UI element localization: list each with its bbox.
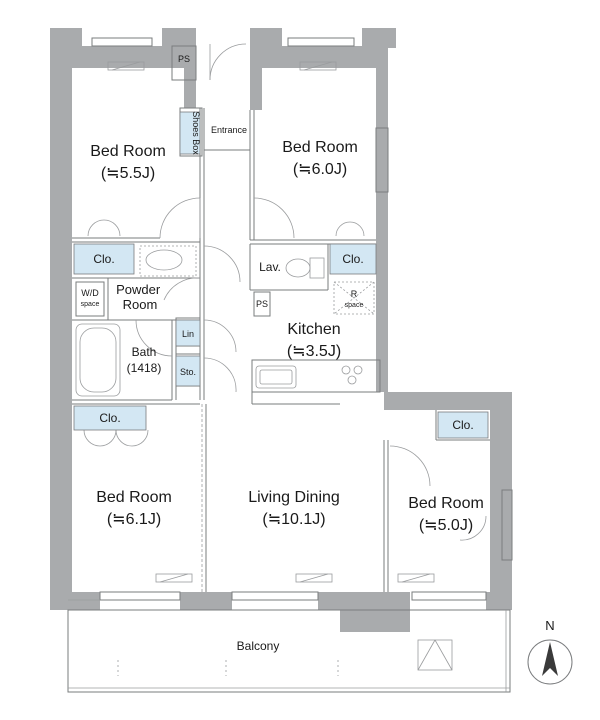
powder-line-2: Room [123, 297, 158, 312]
label-r-sub: space [345, 302, 364, 309]
label-clo-sw: Clo. [99, 411, 120, 425]
label-clo-ne: Clo. [342, 252, 363, 266]
label-sto: Sto. [180, 367, 196, 377]
windows [68, 37, 513, 601]
room-name-living: Living Dining [248, 489, 340, 506]
room-name-bath: Bath [132, 345, 157, 359]
label-balcony: Balcony [237, 639, 280, 653]
room-size-kitchen: (≒3.5J) [287, 343, 341, 360]
label-wd-sub: space [81, 301, 100, 308]
room-size-bed-se: (≒5.0J) [419, 517, 473, 534]
closet-doors [83, 219, 365, 447]
label-lin: Lin [182, 329, 194, 339]
room-name-bed-se: Bed Room [408, 495, 484, 512]
label-wd: W/D [81, 288, 99, 298]
balcony [67, 609, 511, 693]
floor-areas [72, 68, 490, 592]
label-entrance: Entrance [211, 125, 247, 135]
compass-north-label: N [545, 618, 554, 633]
room-size-bath: (1418) [127, 361, 162, 375]
room-name-bed-nw: Bed Room [90, 143, 166, 160]
closets [73, 111, 489, 439]
powder-line-1: Powder [116, 282, 161, 297]
label-lav: Lav. [259, 260, 281, 274]
label-ps-top: PS [178, 54, 190, 64]
room-size-bed-sw: (≒6.1J) [107, 511, 161, 528]
label-clo-nw: Clo. [93, 252, 114, 266]
ac-units [107, 61, 435, 583]
room-name-bed-sw: Bed Room [96, 489, 172, 506]
label-r: R [351, 289, 358, 299]
fixtures [75, 245, 375, 397]
label-clo-se: Clo. [452, 418, 473, 432]
doors [135, 197, 487, 541]
room-name-bed-ne: Bed Room [282, 139, 358, 156]
label-shoes-box: Shoes Box [191, 111, 201, 155]
room-size-bed-ne: (≒6.0J) [293, 161, 347, 178]
room-name-kitchen: Kitchen [287, 321, 340, 338]
room-size-bed-nw: (≒5.5J) [101, 165, 155, 182]
room-name-powder: Powder Room [116, 282, 164, 312]
labels: Bed Room (≒5.5J) Bed Room (≒6.0J) Bed Ro… [81, 54, 555, 653]
room-size-living: (≒10.1J) [262, 511, 325, 528]
label-ps-mid: PS [256, 299, 268, 309]
compass [527, 639, 573, 685]
